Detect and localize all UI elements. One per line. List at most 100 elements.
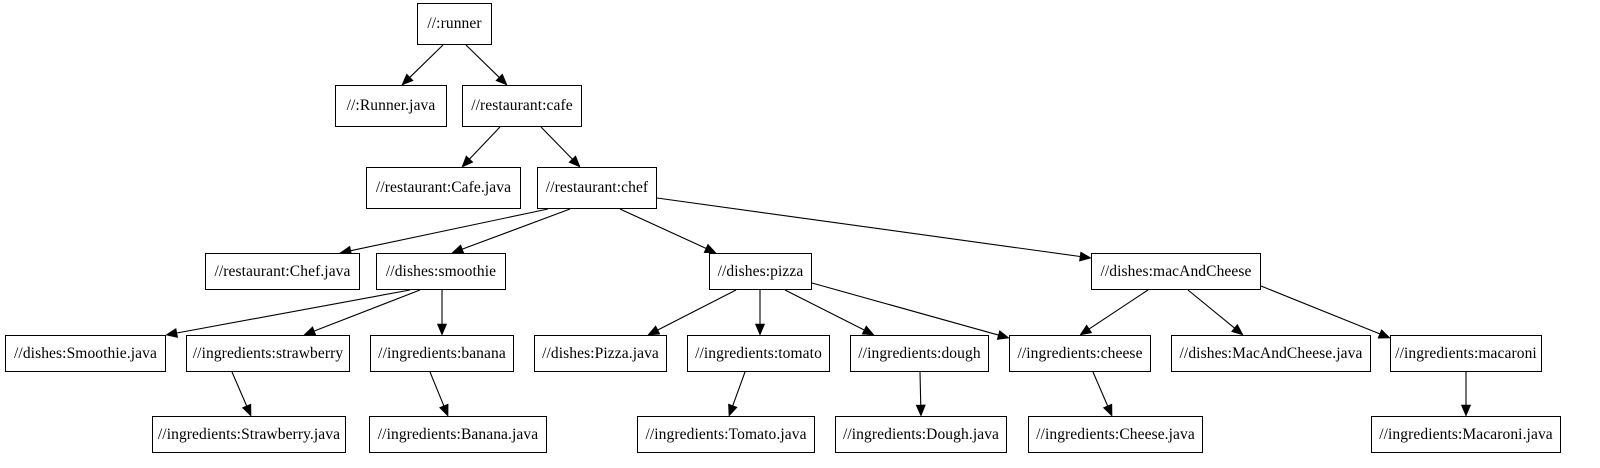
edge-line	[409, 44, 444, 78]
graph-node-label: //:runner	[427, 15, 482, 33]
graph-node-label: //restaurant:chef	[545, 179, 649, 197]
graph-edge-restaurant_chef-to-dishes_pizza	[619, 208, 717, 254]
edge-line	[429, 371, 445, 407]
edge-line	[350, 208, 549, 252]
graph-node-runner_java[interactable]: //:Runner.java	[335, 85, 447, 127]
edge-arrowhead	[1079, 251, 1092, 262]
graph-node-cheese_java[interactable]: //ingredients:Cheese.java	[1028, 416, 1203, 453]
graph-edge-dishes_macandcheese-to-ing_cheese	[1079, 289, 1149, 336]
graph-node-label: //dishes:MacAndCheese.java	[1179, 344, 1363, 362]
graph-node-label: //restaurant:Chef.java	[214, 262, 351, 280]
edge-arrowhead	[568, 155, 581, 168]
graph-node-restaurant_chef[interactable]: //restaurant:chef	[537, 167, 657, 209]
graph-node-label: //ingredients:cheese	[1017, 344, 1143, 362]
graph-edge-dishes_smoothie-to-ing_strawberry	[303, 289, 421, 336]
edge-arrowhead	[754, 323, 766, 336]
graph-node-cafe_java[interactable]: //restaurant:Cafe.java	[366, 167, 521, 209]
graph-edge-ing_dough-to-dough_java	[915, 371, 926, 417]
graph-node-dishes_pizza[interactable]: //dishes:pizza	[709, 253, 812, 290]
graph-node-ing_tomato[interactable]: //ingredients:tomato	[687, 335, 830, 372]
graph-edge-ing_banana-to-banana_java	[429, 371, 449, 417]
edge-arrowhead	[436, 323, 448, 336]
graph-edge-runner-to-restaurant_cafe	[465, 44, 508, 86]
graph-node-label: //ingredients:dough	[858, 344, 981, 362]
graph-node-restaurant_cafe[interactable]: //restaurant:cafe	[462, 85, 582, 127]
edge-arrowhead	[861, 325, 875, 336]
graph-node-macaroni_java[interactable]: //ingredients:Macaroni.java	[1371, 416, 1561, 453]
edge-arrowhead	[728, 403, 738, 417]
edge-arrowhead	[996, 330, 1010, 340]
graph-node-label: //dishes:smoothie	[385, 262, 497, 280]
graph-node-dough_java[interactable]: //ingredients:Dough.java	[835, 416, 1007, 453]
graph-edge-runner-to-runner_java	[401, 44, 444, 86]
edge-arrowhead	[1231, 323, 1244, 336]
graph-node-tomato_java[interactable]: //ingredients:Tomato.java	[637, 416, 815, 453]
graph-node-strawberry_java[interactable]: //ingredients:Strawberry.java	[152, 416, 346, 453]
graph-node-ing_macaroni[interactable]: //ingredients:macaroni	[1390, 335, 1542, 372]
graph-edge-ing_strawberry-to-strawberry_java	[231, 371, 252, 417]
graph-node-chef_java[interactable]: //restaurant:Chef.java	[205, 253, 360, 290]
graph-node-label: //restaurant:cafe	[471, 97, 573, 115]
graph-node-label: //dishes:Pizza.java	[542, 344, 659, 362]
graph-edge-dishes_pizza-to-ing_cheese	[811, 282, 1010, 340]
edge-arrowhead	[461, 155, 474, 168]
graph-node-dishes_smoothie[interactable]: //dishes:smoothie	[376, 253, 506, 290]
graph-edge-dishes_macandcheese-to-macandcheese_java	[1187, 289, 1244, 336]
graph-node-label: //ingredients:Banana.java	[377, 425, 539, 443]
graph-edge-dishes_smoothie-to-ing_banana	[436, 290, 448, 336]
edge-line	[732, 371, 746, 406]
graph-node-label: //ingredients:tomato	[695, 344, 822, 362]
graph-node-label: //ingredients:strawberry	[192, 344, 344, 362]
graph-node-label: //dishes:Smoothie.java	[14, 344, 157, 362]
graph-node-ing_strawberry[interactable]: //ingredients:strawberry	[186, 335, 350, 372]
graph-node-ing_cheese[interactable]: //ingredients:cheese	[1009, 335, 1151, 372]
graph-node-ing_dough[interactable]: //ingredients:dough	[850, 335, 989, 372]
edge-line	[1088, 289, 1149, 330]
edge-line	[1260, 285, 1381, 335]
edge-line	[462, 208, 571, 250]
edge-arrowhead	[915, 404, 926, 417]
edge-line	[314, 289, 421, 332]
graph-edge-dishes_smoothie-to-smoothie_java	[165, 289, 411, 338]
graph-node-label: //ingredients:Cheese.java	[1036, 425, 1195, 443]
edge-arrowhead	[703, 243, 717, 254]
graph-node-label: //ingredients:Dough.java	[842, 425, 1000, 443]
graph-node-label: //dishes:macAndCheese	[1100, 262, 1252, 280]
edge-line	[465, 44, 500, 78]
graph-edge-dishes_pizza-to-ing_tomato	[754, 290, 766, 336]
graph-node-smoothie_java[interactable]: //dishes:Smoothie.java	[5, 335, 166, 372]
edge-line	[619, 208, 707, 249]
edge-arrowhead	[495, 73, 508, 86]
edge-line	[1092, 371, 1109, 407]
graph-edge-restaurant_chef-to-chef_java	[339, 208, 549, 256]
graph-node-runner[interactable]: //:runner	[417, 3, 492, 45]
graph-node-label: //ingredients:Tomato.java	[645, 425, 807, 443]
graph-node-banana_java[interactable]: //ingredients:Banana.java	[369, 416, 547, 453]
graph-node-label: //ingredients:Macaroni.java	[1379, 425, 1553, 443]
graph-node-label: //ingredients:Strawberry.java	[157, 425, 341, 443]
edge-line	[656, 197, 1081, 258]
edge-line	[919, 371, 922, 406]
graph-node-label: //ingredients:macaroni	[1395, 344, 1537, 362]
graph-node-pizza_java[interactable]: //dishes:Pizza.java	[534, 335, 667, 372]
graph-node-ing_banana[interactable]: //ingredients:banana	[370, 335, 514, 372]
graph-node-label: //:Runner.java	[346, 97, 436, 115]
graph-node-dishes_macandcheese[interactable]: //dishes:macAndCheese	[1091, 253, 1261, 290]
edge-arrowhead	[241, 403, 252, 417]
edge-arrowhead	[1377, 329, 1391, 339]
edge-arrowhead	[401, 73, 414, 86]
graph-edge-dishes_macandcheese-to-ing_macaroni	[1260, 285, 1391, 339]
edge-line	[231, 371, 248, 407]
edge-arrowhead	[439, 403, 449, 417]
graph-edge-dishes_pizza-to-pizza_java	[647, 289, 737, 336]
edge-arrowhead	[1102, 403, 1113, 417]
edge-line	[1187, 289, 1235, 329]
edge-arrowhead	[165, 327, 179, 338]
graph-edge-restaurant_cafe-to-restaurant_chef	[540, 126, 581, 168]
graph-edge-dishes_pizza-to-ing_dough	[784, 289, 875, 336]
graph-edge-ing_cheese-to-cheese_java	[1092, 371, 1113, 417]
graph-node-macandcheese_java[interactable]: //dishes:MacAndCheese.java	[1171, 335, 1371, 372]
graph-node-label: //dishes:pizza	[717, 262, 804, 280]
